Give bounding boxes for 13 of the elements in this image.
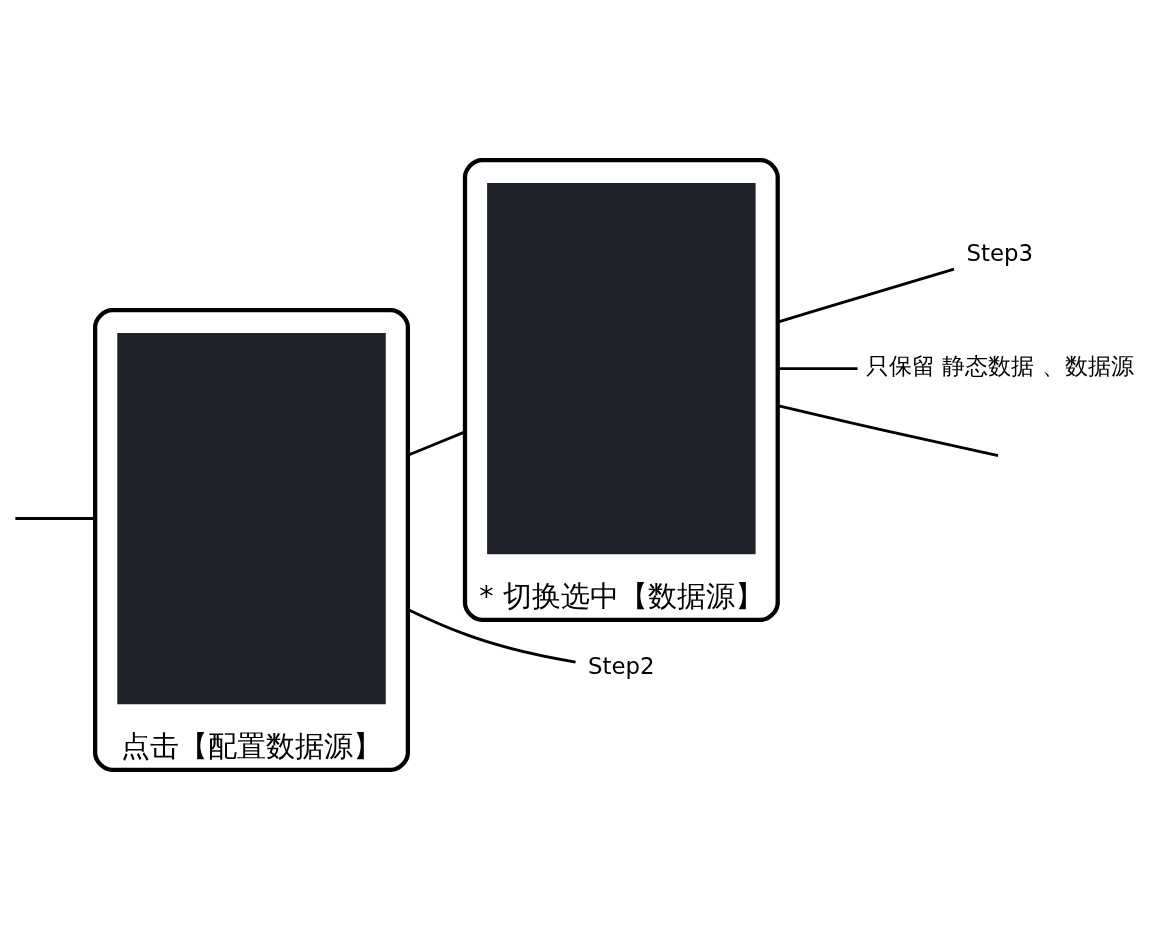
cluster: * 切换选中【数据源】 [462, 158, 780, 623]
connector [407, 608, 576, 664]
connector [15, 517, 96, 520]
node-box [117, 332, 386, 705]
connector [777, 367, 858, 371]
node-text: 只保留 静态数据 、数据源 [866, 353, 1134, 380]
connector [407, 430, 466, 457]
cluster: 点击【配置数据源】 [93, 307, 410, 772]
node-box [487, 183, 756, 555]
connector [777, 404, 999, 458]
connector [777, 267, 955, 324]
node-text: Step2 [588, 652, 655, 679]
node-text: Step3 [966, 240, 1034, 267]
